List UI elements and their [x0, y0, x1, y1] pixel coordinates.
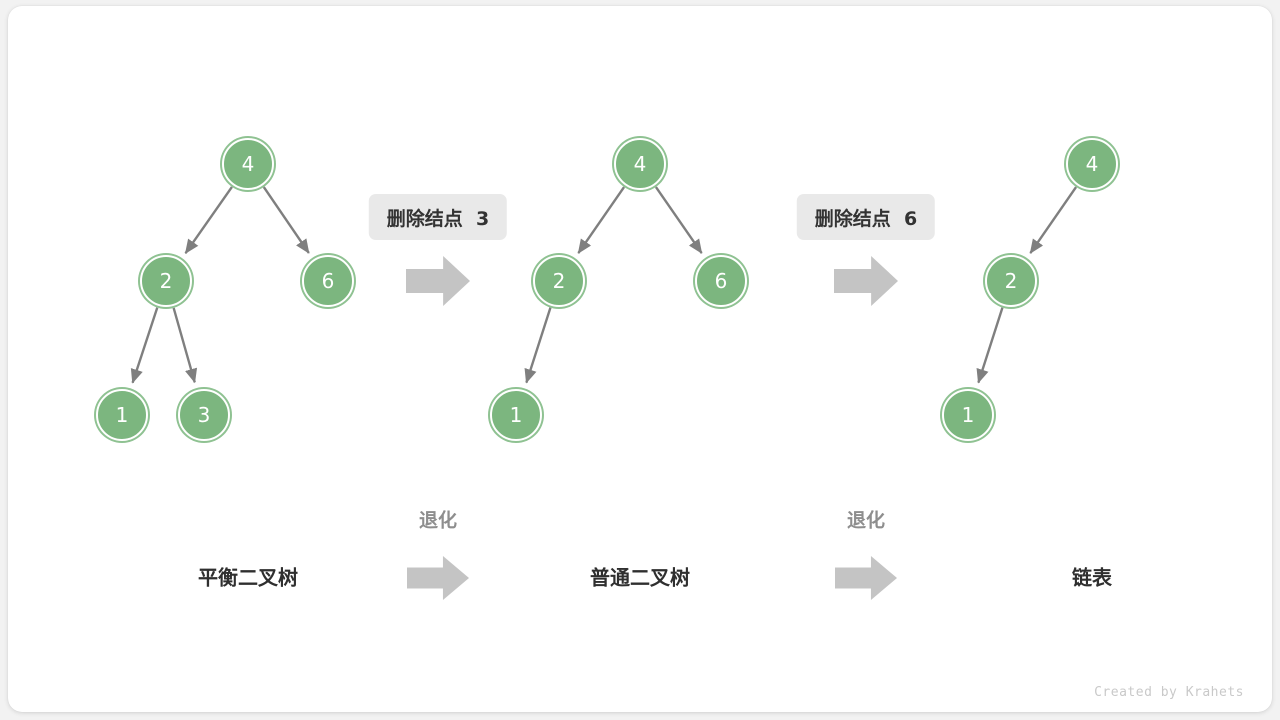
- tree-node-label: 4: [241, 152, 255, 176]
- operation-badge-label: 删除结点 3: [386, 207, 490, 230]
- degeneration-arrow-icon: [407, 556, 469, 600]
- tree-edge: [172, 307, 198, 384]
- tree-node-label: 2: [1004, 269, 1018, 293]
- tree-node-label: 2: [552, 269, 566, 293]
- operation-badge-delete-node-6: 删除结点 6: [796, 194, 936, 240]
- tree-node: 4: [222, 138, 274, 190]
- tree-node-label: 2: [159, 269, 173, 293]
- degeneration-label: 退化: [846, 509, 886, 532]
- figure-card: [8, 6, 1272, 712]
- tree-node-label: 3: [197, 403, 211, 427]
- transition-arrow-icon: [834, 256, 898, 306]
- tree-node-label: 1: [509, 403, 523, 427]
- watermark: Created by Krahets: [1094, 685, 1244, 700]
- tree-node-label: 4: [633, 152, 647, 176]
- tree-caption-ordinary-binary-tree: 普通二叉树: [590, 565, 690, 590]
- tree-node: 1: [96, 389, 148, 441]
- tree-node: 1: [942, 389, 994, 441]
- tree-node: 1: [490, 389, 542, 441]
- tree-edge: [1029, 186, 1078, 254]
- operation-badge-delete-node-3: 删除结点 3: [368, 194, 508, 240]
- tree-node: 2: [533, 255, 585, 307]
- tree-edge: [262, 186, 310, 254]
- tree-caption-linked-list: 链表: [1072, 565, 1112, 590]
- tree-edge: [130, 307, 159, 384]
- tree-edge: [577, 186, 626, 254]
- tree-edge: [524, 307, 552, 384]
- tree-edge: [976, 307, 1004, 384]
- tree-node: 3: [178, 389, 230, 441]
- tree-node-label: 1: [961, 403, 975, 427]
- tree-node-label: 6: [321, 269, 335, 293]
- tree-edge: [654, 186, 703, 254]
- tree-edge: [184, 186, 233, 254]
- tree-node: 6: [695, 255, 747, 307]
- tree-caption-balanced-binary-tree: 平衡二叉树: [198, 565, 298, 590]
- tree-node-label: 6: [714, 269, 728, 293]
- tree-node-label: 1: [115, 403, 129, 427]
- tree-node-label: 4: [1085, 152, 1099, 176]
- tree-node: 2: [985, 255, 1037, 307]
- degeneration-label: 退化: [418, 509, 458, 532]
- tree-node: 4: [1066, 138, 1118, 190]
- tree-node: 2: [140, 255, 192, 307]
- tree-node: 6: [302, 255, 354, 307]
- degeneration-arrow-icon: [835, 556, 897, 600]
- tree-node: 4: [614, 138, 666, 190]
- transition-arrow-icon: [406, 256, 470, 306]
- operation-badge-label: 删除结点 6: [814, 207, 918, 230]
